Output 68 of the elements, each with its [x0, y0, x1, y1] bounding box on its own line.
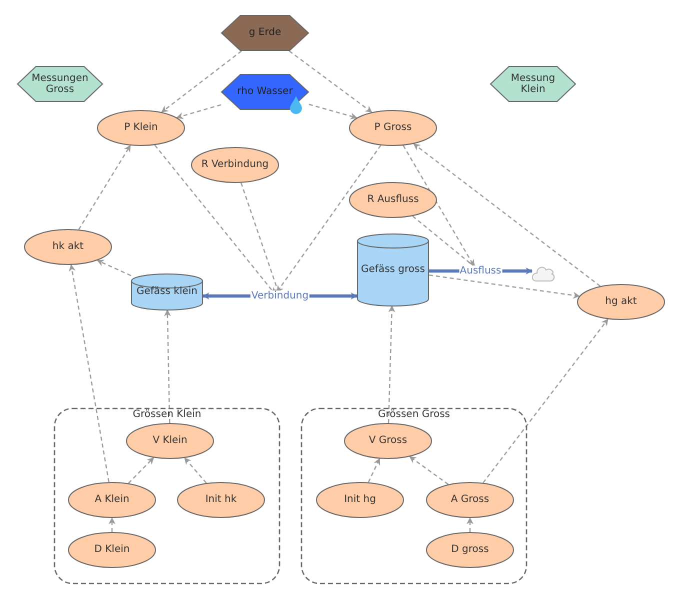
arrow — [128, 457, 154, 484]
ellipse-node — [316, 482, 404, 518]
edge-label: Ausfluss — [458, 266, 502, 276]
node-label: D Klein — [94, 544, 130, 556]
hexagon-node — [17, 66, 103, 102]
ellipse-node — [97, 110, 185, 146]
arrow — [402, 145, 475, 267]
ellipse-node — [577, 284, 665, 320]
arrow — [412, 216, 477, 268]
arrow — [413, 143, 601, 287]
arrow — [164, 309, 171, 424]
group-title: Grössen Gross — [378, 409, 450, 420]
node-label: Init hk — [205, 494, 237, 506]
group-title: Grössen Klein — [132, 409, 202, 420]
node-label: A Gross — [450, 494, 490, 506]
node-label: hk akt — [52, 241, 84, 253]
node-label: P Klein — [124, 122, 158, 134]
ellipse-node — [426, 482, 514, 518]
node-label: Gefäss gross — [361, 264, 425, 276]
node-label: Messung Klein — [510, 72, 556, 96]
node-label: D gross — [451, 544, 489, 556]
arrow — [368, 458, 380, 483]
hexagon-node — [221, 74, 309, 110]
cylinder-node — [131, 274, 203, 310]
ellipse-node — [426, 532, 514, 568]
arrow — [176, 104, 222, 120]
node-label: R Verbindung — [201, 159, 269, 171]
node-label: R Ausfluss — [367, 194, 419, 206]
ellipse-node — [344, 423, 432, 459]
ellipse-node — [68, 532, 156, 568]
node-label: P Gross — [374, 122, 412, 134]
arrow — [161, 50, 242, 113]
node-label: V Gross — [368, 435, 408, 447]
hexagon-node — [490, 66, 576, 102]
node-label: Messungen Gross — [30, 72, 90, 96]
ellipse-node — [24, 229, 112, 265]
node-label: g Erde — [248, 27, 282, 39]
arrow — [288, 50, 372, 113]
node-label: Init hg — [344, 494, 376, 506]
node-label: hg akt — [605, 296, 637, 308]
ellipse-node — [349, 110, 437, 146]
arrow — [184, 457, 207, 484]
group-box — [301, 408, 527, 584]
ellipse-node — [349, 182, 437, 218]
arrow — [276, 144, 382, 293]
ellipse-node — [126, 423, 214, 459]
arrow — [409, 456, 449, 485]
arrow — [466, 517, 474, 532]
node-label: V Klein — [152, 435, 188, 447]
arrow — [68, 264, 110, 482]
group-box — [54, 408, 280, 584]
ellipse-node — [177, 482, 265, 518]
hexagon-node — [221, 15, 309, 51]
arrow — [308, 104, 358, 120]
node-label: rho Wasser — [237, 86, 293, 98]
edge-label: Verbindung — [250, 290, 310, 302]
arrow — [428, 274, 580, 299]
arrow — [78, 144, 131, 230]
arrow — [108, 517, 116, 532]
node-label: Gefäss klein — [136, 286, 198, 298]
cloud-node — [532, 265, 554, 283]
arrow — [388, 305, 396, 424]
node-label: A Klein — [94, 494, 130, 506]
cylinder-node — [357, 234, 429, 306]
ellipse-node — [68, 482, 156, 518]
arrow — [482, 318, 608, 484]
ellipse-node — [191, 147, 279, 183]
arrow — [96, 260, 132, 276]
